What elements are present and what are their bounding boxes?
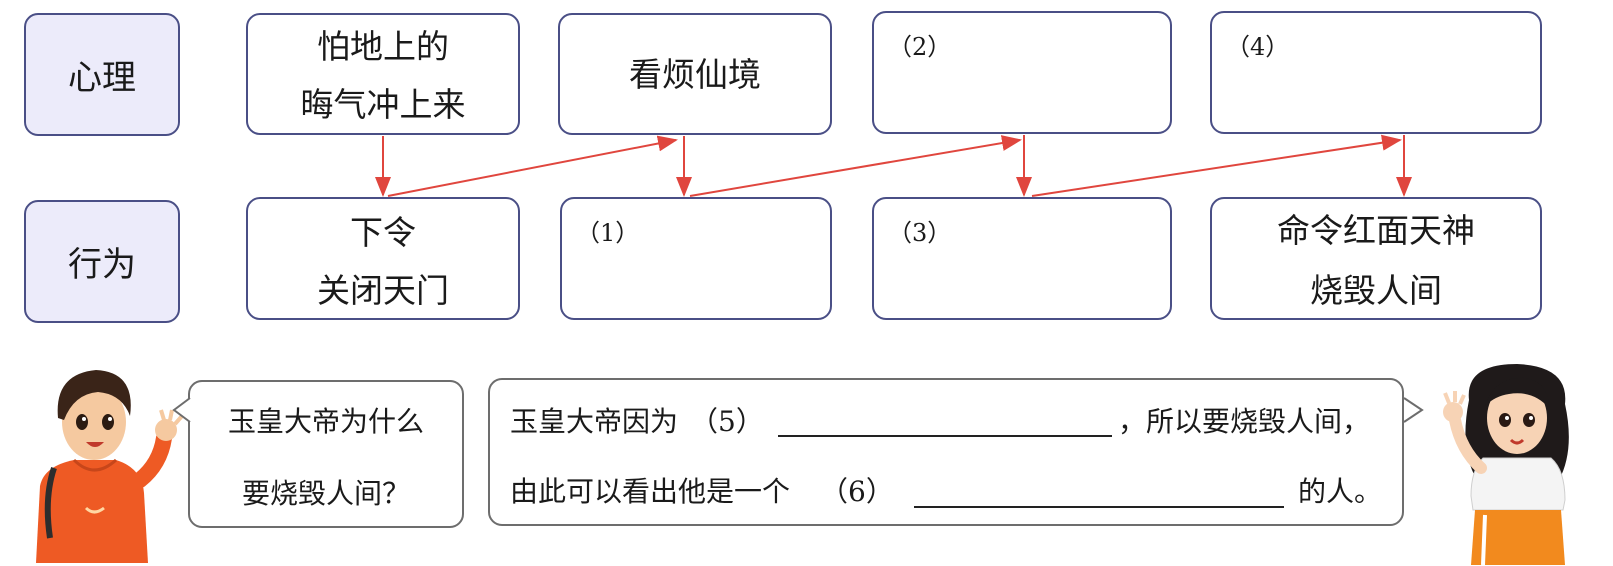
- mind-node-3: （2）: [872, 11, 1172, 134]
- blank-6-label: （6）: [820, 475, 894, 508]
- action-node-4-line2: 烧毁人间: [1310, 271, 1442, 310]
- blank-6-line[interactable]: [914, 506, 1284, 508]
- action-node-1-line1: 下令: [350, 213, 416, 252]
- answer-line2-pre: 由此可以看出他是一个: [510, 475, 791, 508]
- action-node-4: 命令红面天神 烧毁人间: [1210, 197, 1542, 320]
- label-mind-text: 心理: [68, 58, 136, 98]
- mind-node-2-line1: 看烦仙境: [629, 55, 761, 94]
- mind-node-2: 看烦仙境: [558, 13, 832, 135]
- girl-avatar: [1443, 364, 1569, 565]
- mind-node-1-line2: 晦气冲上来: [300, 85, 466, 124]
- mind-node-1: 怕地上的 晦气冲上来: [246, 13, 520, 135]
- label-action-text: 行为: [68, 245, 136, 285]
- question-line2: 要烧毁人间？: [241, 477, 410, 510]
- question-bubble: 玉皇大帝为什么 要烧毁人间？: [188, 380, 464, 528]
- mind-node-4: （4）: [1210, 11, 1542, 134]
- label-mind: 心理: [24, 13, 180, 136]
- arrow-diag-1: [387, 135, 678, 197]
- blank-5-line[interactable]: [778, 435, 1112, 437]
- action-node-3: （3）: [872, 197, 1172, 320]
- answer-bubble-tail: [1403, 397, 1424, 423]
- question-line1: 玉皇大帝为什么: [227, 405, 424, 438]
- arrow-diag-3: [1031, 134, 1402, 197]
- blank-4-label: （4）: [1226, 33, 1290, 61]
- blank-3-label: （3）: [888, 219, 952, 247]
- action-node-2: （1）: [560, 197, 832, 320]
- answer-line1-post: ，所以要烧毁人间，: [1118, 405, 1371, 438]
- answer-line2-post: 的人。: [1298, 475, 1383, 508]
- blank-1-label: （1）: [576, 219, 640, 247]
- answer-line1-pre: 玉皇大帝因为: [510, 405, 679, 438]
- question-bubble-tail: [172, 397, 191, 423]
- blank-2-label: （2）: [888, 33, 952, 61]
- action-node-1-line2: 关闭天门: [317, 271, 449, 310]
- answer-bubble: 玉皇大帝因为 （5） ，所以要烧毁人间， 由此可以看出他是一个 （6） 的人。: [488, 378, 1404, 526]
- label-action: 行为: [24, 200, 180, 323]
- action-node-1: 下令 关闭天门: [246, 197, 520, 320]
- action-node-4-line1: 命令红面天神: [1277, 211, 1475, 250]
- mind-node-1-line1: 怕地上的: [317, 27, 449, 66]
- boy-avatar: [36, 370, 184, 563]
- blank-5-label: （5）: [690, 405, 764, 438]
- arrow-diag-2: [689, 135, 1022, 197]
